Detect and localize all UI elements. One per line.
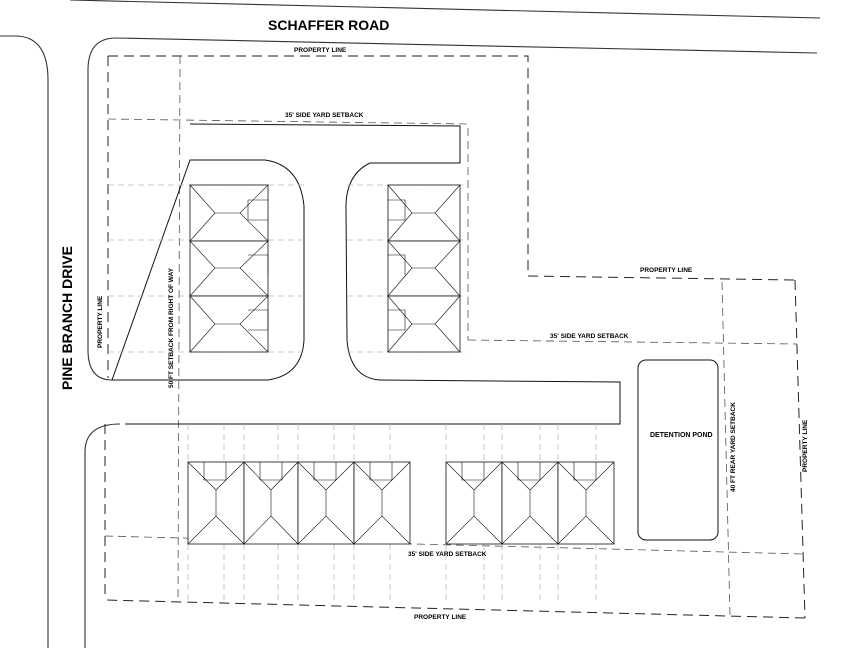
roads [0, 0, 821, 648]
building-south-east [445, 461, 615, 545]
unit-west-2 [189, 240, 269, 297]
property-line-left [104, 56, 109, 600]
setbacks [104, 55, 803, 617]
drive-outline-west [111, 123, 621, 425]
detention-pond-label: DETENTION POND [650, 432, 713, 439]
detention-pond [637, 359, 719, 541]
road-label-pine-branch: PINE BRANCH DRIVE [59, 246, 75, 390]
roof-south-east [445, 461, 615, 545]
property-line-mid-label: PROPERTY LINE [640, 267, 693, 274]
property-line-right-label: PROPERTY LINE [802, 419, 809, 472]
side-setback-bottom-label: 35' SIDE YARD SETBACK [408, 551, 487, 558]
roof-east [387, 184, 461, 353]
road-label-schaffer: SCHAFFER ROAD [268, 17, 389, 33]
side-setback-mid-line [467, 339, 798, 345]
property-line-left-label: PROPERTY LINE [97, 295, 104, 348]
row-setback-line [177, 55, 181, 603]
unit-east-2 [387, 240, 461, 297]
property-line-top-label: PROPERTY LINE [294, 47, 347, 54]
building-east [387, 184, 461, 353]
road-edge-curve-top [0, 35, 49, 648]
schaffer-road-edge-upper [69, 0, 821, 19]
road-edge-inner-bottom [84, 423, 121, 648]
building-south-west [187, 461, 411, 545]
property-boundary [104, 55, 806, 619]
internal-drive [111, 123, 621, 425]
side-setback-top-line [107, 118, 469, 340]
row-setback-label: 50 FT SETBACK FROM RIGHT OF WAY [168, 267, 175, 388]
property-line-right [794, 279, 806, 619]
rear-setback-label: 40 FT REAR YARD SETBACK [730, 402, 737, 492]
roof-west [189, 184, 269, 353]
property-line-bottom [104, 599, 806, 619]
roof-south-west [187, 461, 411, 545]
road-edge-inner-top [87, 37, 818, 381]
building-west [189, 184, 269, 353]
rear-setback-line [721, 281, 731, 617]
side-setback-top-label: 35' SIDE YARD SETBACK [285, 112, 364, 119]
side-setback-mid-label: 35' SIDE YARD SETBACK [550, 333, 629, 340]
property-line-bottom-label: PROPERTY LINE [414, 614, 467, 621]
unit-south-7 [557, 461, 615, 545]
property-line-top [108, 55, 796, 281]
